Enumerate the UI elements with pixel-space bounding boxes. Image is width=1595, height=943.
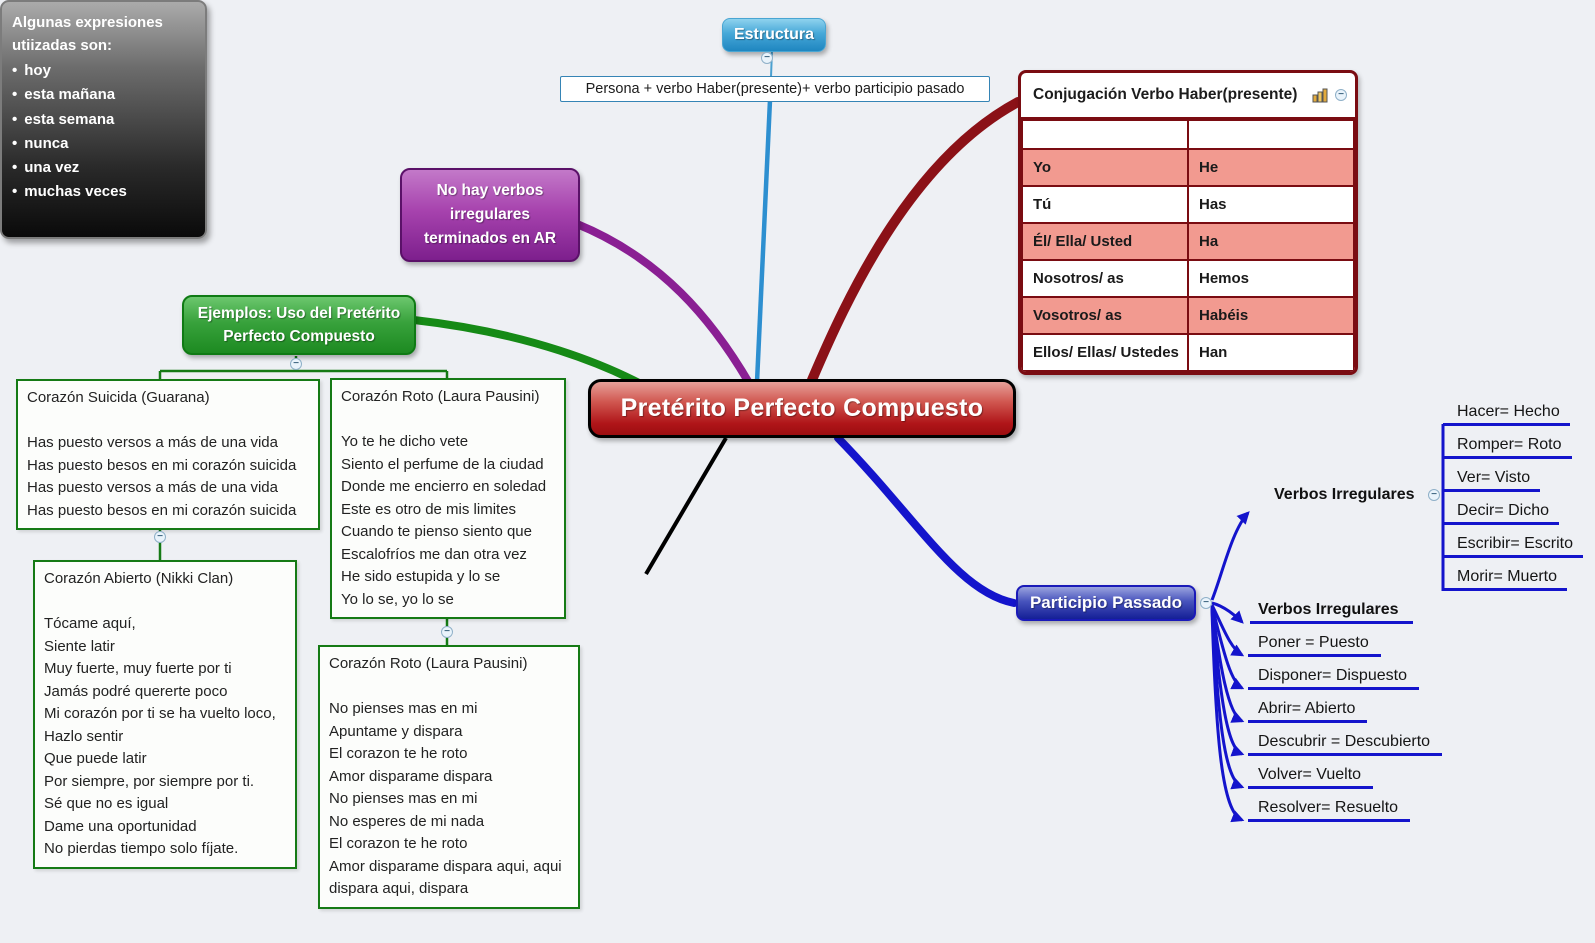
lyrics-corazon-abierto[interactable]: Corazón Abierto (Nikki Clan) Tócame aquí… <box>33 560 297 869</box>
table-row: Yo He <box>1021 148 1355 187</box>
node-expresiones[interactable]: Algunas expresiones utiizadas son: •hoy … <box>0 0 207 239</box>
table-row: Vosotros/ as Habéis <box>1021 296 1355 335</box>
person-cell: Ellos/ Ellas/ Ustedes <box>1021 333 1189 372</box>
verbos-irregulares-header-top[interactable]: Verbos Irregulares <box>1274 486 1415 503</box>
person-cell: Vosotros/ as <box>1021 296 1189 335</box>
collapse-icon[interactable]: − <box>761 52 773 64</box>
expresion-item: una vez <box>24 159 80 177</box>
form-cell: Hemos <box>1187 259 1355 298</box>
collapse-icon[interactable]: − <box>1200 597 1212 609</box>
bullet-icon: • <box>12 134 18 152</box>
bar-chart-icon[interactable] <box>1312 88 1329 103</box>
verb-item[interactable]: Descubrir = Descubierto <box>1248 733 1443 756</box>
table-row <box>1021 119 1355 150</box>
verb-item[interactable]: Decir= Dicho <box>1443 502 1560 525</box>
haber-table-title-row: Conjugación Verbo Haber(presente) − <box>1021 73 1355 119</box>
bullet-icon: • <box>12 183 18 201</box>
node-root-preterito[interactable]: Pretérito Perfecto Compuesto <box>588 379 1016 438</box>
verb-item[interactable]: Ver= Visto <box>1443 469 1541 492</box>
lyrics-corazon-roto-1[interactable]: Corazón Roto (Laura Pausini) Yo te he di… <box>330 378 566 619</box>
bullet-icon: • <box>12 110 18 128</box>
person-cell: Él/ Ella/ Usted <box>1021 222 1189 261</box>
collapse-icon[interactable]: − <box>154 531 166 543</box>
node-estructura[interactable]: Estructura <box>722 18 826 52</box>
form-cell: Han <box>1187 333 1355 372</box>
expresion-item: hoy <box>24 62 51 79</box>
verb-item[interactable]: Abrir= Abierto <box>1248 700 1368 723</box>
expresion-item: nunca <box>24 134 69 152</box>
verb-item[interactable]: Morir= Muerto <box>1443 568 1568 591</box>
expresion-item: muchas veces <box>24 183 127 201</box>
node-ejemplos[interactable]: Ejemplos: Uso del Pretérito Perfecto Com… <box>182 295 416 355</box>
expresiones-title: Algunas expresiones utiizadas son: <box>12 14 163 54</box>
table-row: Tú Has <box>1021 185 1355 224</box>
node-participio-passado[interactable]: Participio Passado <box>1016 585 1196 621</box>
person-cell: Tú <box>1021 185 1189 224</box>
bullet-icon: • <box>12 86 18 104</box>
node-formula[interactable]: Persona + verbo Haber(presente)+ verbo p… <box>560 76 990 102</box>
verb-item[interactable]: Disponer= Dispuesto <box>1248 667 1419 690</box>
verb-item[interactable]: Hacer= Hecho <box>1443 403 1570 426</box>
expresion-item: esta semana <box>24 110 115 128</box>
lyrics-corazon-roto-2[interactable]: Corazón Roto (Laura Pausini) No pienses … <box>318 645 580 909</box>
bullet-icon: • <box>12 62 18 79</box>
form-cell: Has <box>1187 185 1355 224</box>
form-cell: Habéis <box>1187 296 1355 335</box>
verb-item[interactable]: Poner = Puesto <box>1248 634 1381 657</box>
form-cell: He <box>1187 148 1355 187</box>
verb-item[interactable]: Escribir= Escrito <box>1443 535 1584 558</box>
form-cell: Ha <box>1187 222 1355 261</box>
verb-item[interactable]: Romper= Roto <box>1443 436 1572 459</box>
verb-item[interactable]: Volver= Vuelto <box>1248 766 1374 789</box>
table-row: Ellos/ Ellas/ Ustedes Han <box>1021 333 1355 372</box>
verbos-irregulares-header-bottom[interactable]: Verbos Irregulares <box>1250 601 1413 624</box>
verb-item[interactable]: Resolver= Resuelto <box>1248 799 1411 822</box>
collapse-icon[interactable]: − <box>1428 489 1440 501</box>
form-cell <box>1187 119 1355 150</box>
node-no-irregulares-ar[interactable]: No hay verbos irregulares terminados en … <box>400 168 580 262</box>
bullet-icon: • <box>12 159 18 177</box>
lyrics-corazon-suicida[interactable]: Corazón Suicida (Guarana) Has puesto ver… <box>16 379 320 530</box>
collapse-icon[interactable]: − <box>1335 89 1347 101</box>
table-row: Nosotros/ as Hemos <box>1021 259 1355 298</box>
table-row: Él/ Ella/ Usted Ha <box>1021 222 1355 261</box>
collapse-icon[interactable]: − <box>441 626 453 638</box>
person-cell: Yo <box>1021 148 1189 187</box>
haber-table-title: Conjugación Verbo Haber(presente) <box>1033 86 1298 103</box>
haber-conjugation-table[interactable]: Conjugación Verbo Haber(presente) − Yo H… <box>1018 70 1358 375</box>
expresion-item: esta mañana <box>24 86 116 104</box>
person-cell: Nosotros/ as <box>1021 259 1189 298</box>
person-cell <box>1021 119 1189 150</box>
collapse-icon[interactable]: − <box>290 358 302 370</box>
